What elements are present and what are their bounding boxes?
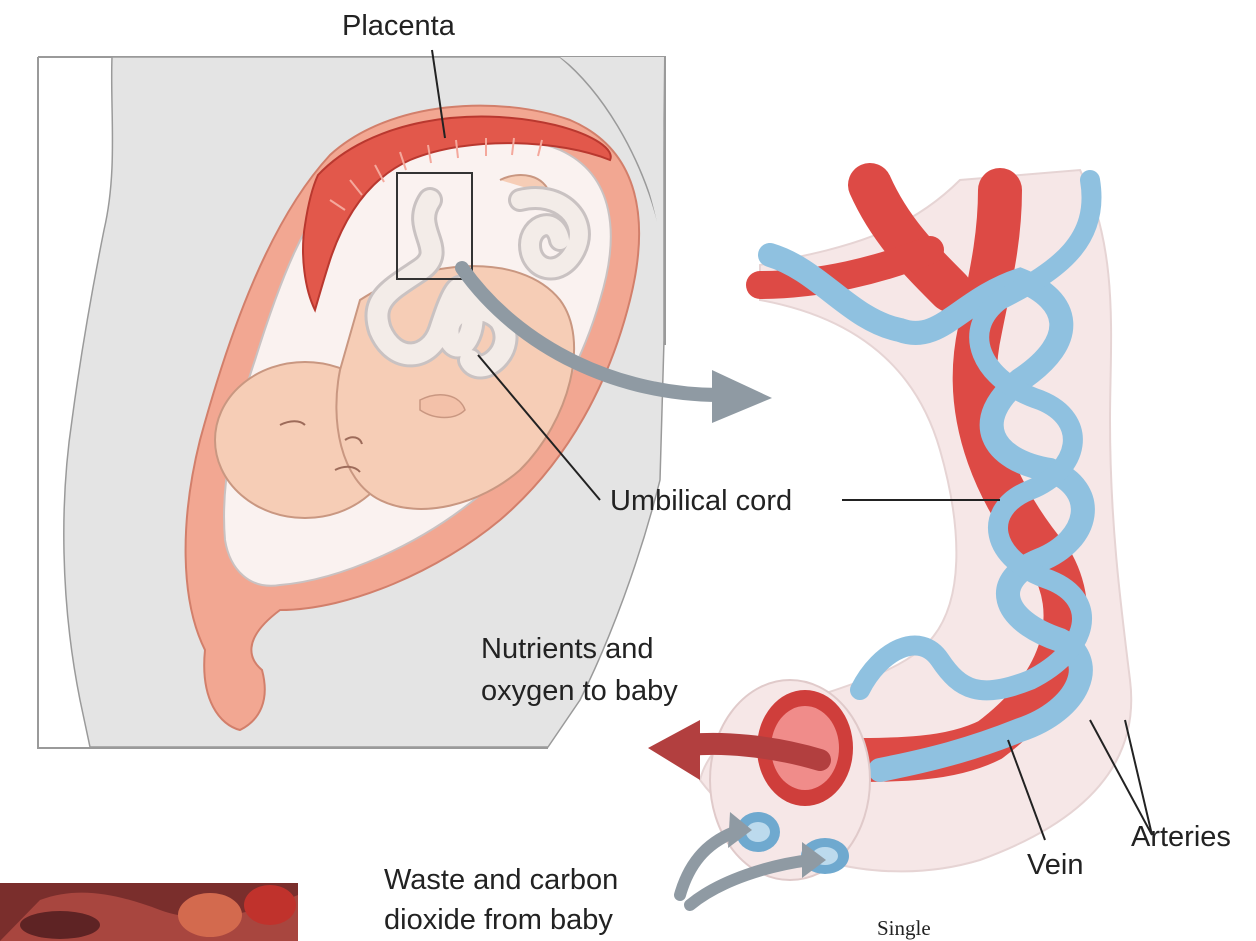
label-waste-line1: Waste and carbon — [384, 863, 618, 897]
label-nutrients-line1: Nutrients and — [481, 632, 654, 666]
label-umbilical-cord: Umbilical cord — [610, 484, 792, 518]
label-single: Single — [877, 916, 931, 941]
label-nutrients-line2: oxygen to baby — [481, 674, 678, 708]
inset-photo-fragment — [0, 883, 298, 941]
umbilical-cord-detail — [700, 170, 1131, 880]
label-vein: Vein — [1027, 848, 1083, 882]
label-placenta: Placenta — [342, 9, 455, 43]
label-waste-line2: dioxide from baby — [384, 903, 613, 937]
label-arteries: Arteries — [1131, 820, 1231, 854]
